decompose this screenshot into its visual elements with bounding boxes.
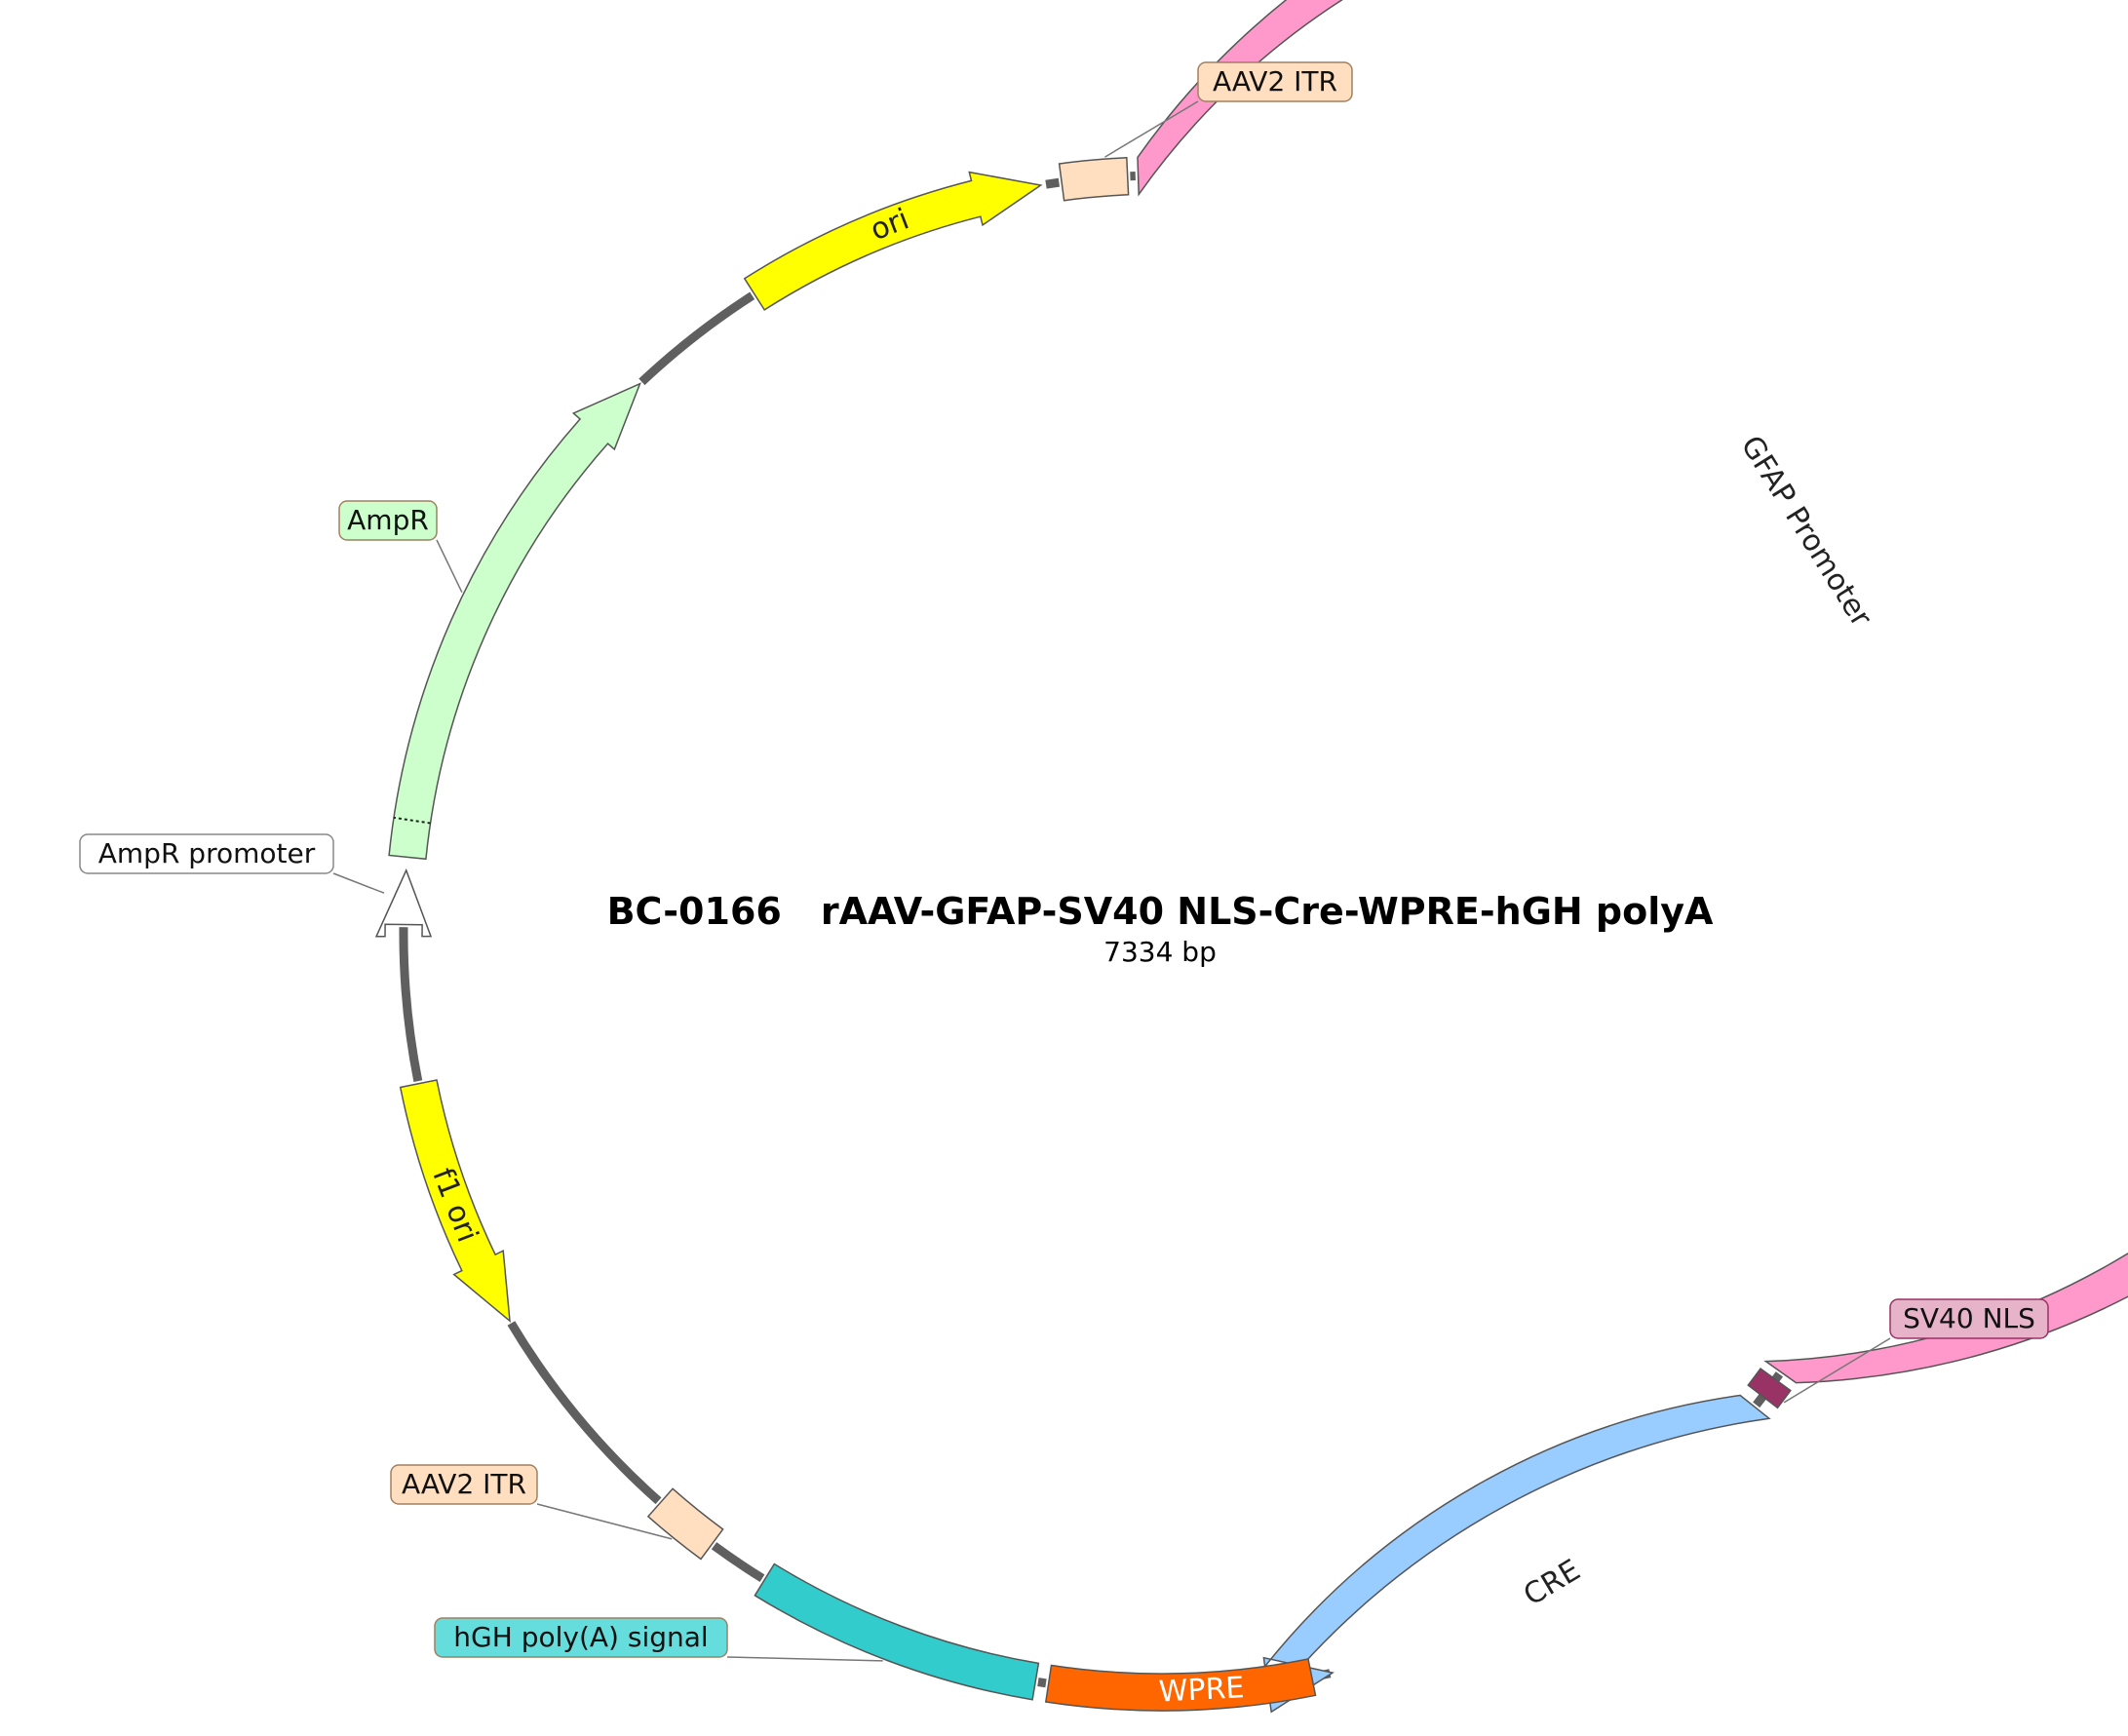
feature-cre[interactable]	[1262, 1394, 1771, 1714]
callout-box-ampr	[338, 500, 438, 541]
callout-label-ampr-promoter: AmpR promoter	[98, 837, 316, 869]
feature-layer	[374, 0, 2128, 1714]
feature-label-wpre: WPRE	[1158, 1671, 1245, 1710]
callout-box-aav2-itr-2	[390, 1464, 538, 1505]
plasmid-length: 7334 bp	[1103, 936, 1217, 968]
feature-f1-ori[interactable]	[399, 1079, 511, 1323]
backbone-segment	[1045, 177, 1061, 189]
callout-label-aav2-itr-2: AAV2 ITR	[402, 1468, 526, 1500]
callout-box-ampr-promoter	[79, 833, 334, 874]
callout-label-aav2-itr: AAV2 ITR	[1213, 65, 1337, 97]
callout-box-hgh-poly-a-signal	[434, 1617, 728, 1658]
callout-label-sv40-nls: SV40 NLS	[1903, 1302, 2035, 1334]
callout-line	[1783, 1337, 1891, 1404]
feature-label-gfap-promoter: GFAP Promoter	[1734, 430, 1879, 634]
feature-label-cre: CRE	[1518, 1553, 1586, 1612]
backbone-layer	[399, 172, 1784, 1688]
callout-line	[436, 539, 463, 594]
callout-box-sv40-nls	[1889, 1298, 2049, 1339]
backbone-segment	[638, 291, 755, 386]
backbone-segment	[711, 1542, 765, 1583]
backbone-segment	[399, 927, 423, 1082]
feature-sv40-nls[interactable]	[1747, 1368, 1792, 1409]
feature-wpre[interactable]	[1044, 1658, 1317, 1712]
plasmid-title: BC-0166 rAAV-GFAP-SV40 NLS-Cre-WPRE-hGH p…	[607, 890, 1714, 933]
callout-line	[726, 1656, 883, 1662]
feature-gfap-promoter[interactable]	[1137, 0, 2128, 1384]
feature-aav2-itr-2[interactable]	[646, 1487, 724, 1561]
feature-ampr-promoter[interactable]	[374, 868, 433, 938]
ampr-boundary-mark	[393, 816, 431, 825]
backbone-segment	[1037, 1678, 1047, 1688]
plasmid-id: BC-0166	[607, 890, 782, 933]
plasmid-name: rAAV-GFAP-SV40 NLS-Cre-WPRE-hGH polyA	[821, 890, 1714, 933]
feature-hgh-poly-a-signal[interactable]	[754, 1562, 1040, 1701]
callout-line	[1104, 100, 1199, 158]
callout-label-ampr: AmpR	[347, 504, 429, 536]
feature-ampr[interactable]	[388, 382, 641, 861]
callout-line	[536, 1503, 673, 1540]
callout-box-aav2-itr	[1197, 61, 1353, 102]
backbone-segment	[507, 1321, 662, 1505]
feature-ori[interactable]	[743, 171, 1043, 311]
callout-label-hgh-poly-a-signal: hGH poly(A) signal	[453, 1621, 708, 1653]
callout-line	[332, 872, 385, 894]
feature-aav2-itr[interactable]	[1058, 157, 1130, 202]
